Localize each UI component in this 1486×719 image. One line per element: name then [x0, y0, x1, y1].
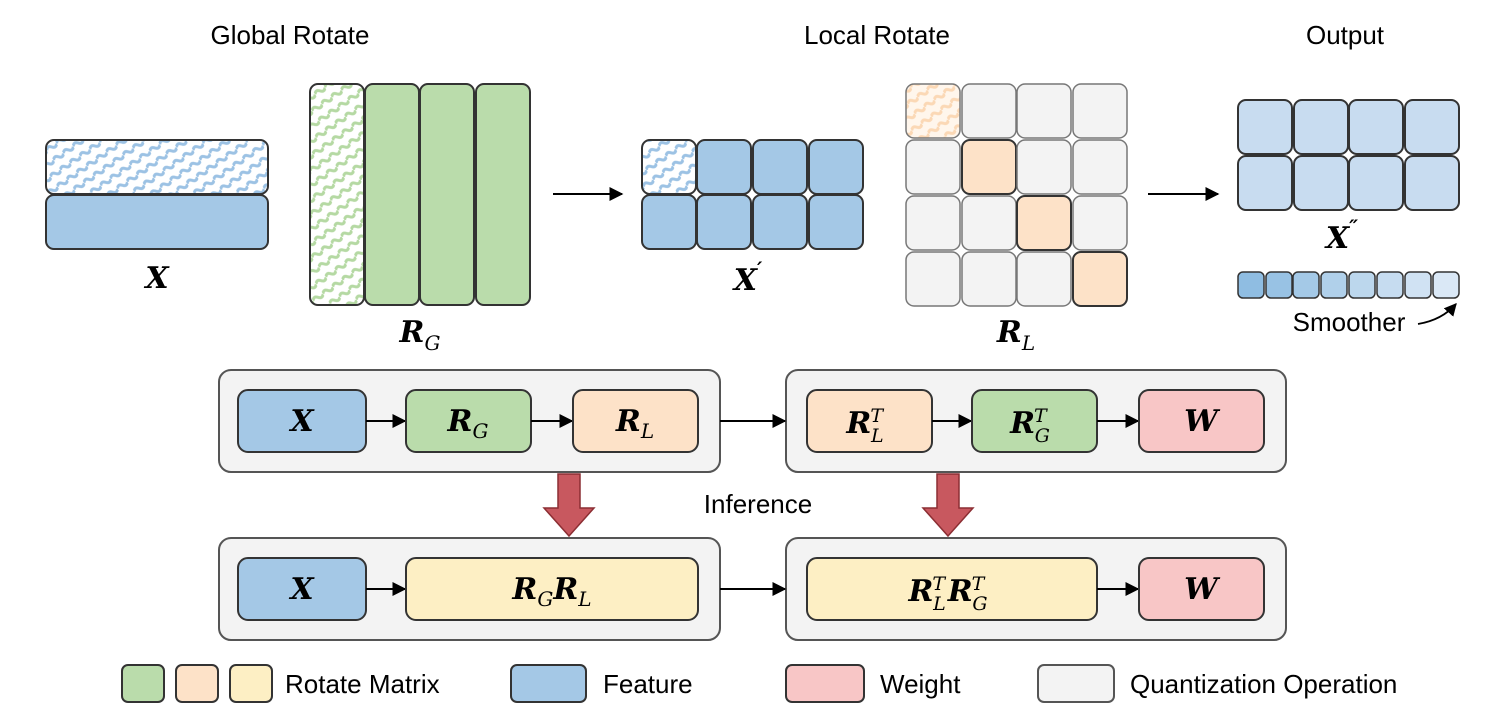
- x-matrix: [45, 139, 269, 250]
- x-double-cell: [1237, 99, 1293, 155]
- rl-cell: [905, 251, 961, 307]
- rl-cell: [1016, 83, 1072, 139]
- legend-swatch-green: [121, 664, 165, 703]
- legend-label-feature: Feature: [603, 669, 693, 699]
- rl-label: RL: [996, 315, 1035, 355]
- heading-output: Output: [1306, 20, 1385, 50]
- smoother-arrow-icon: [1417, 303, 1457, 325]
- rl-cell: [961, 83, 1017, 139]
- flow-node-x: X: [237, 389, 367, 453]
- x-double-cell: [1404, 155, 1460, 211]
- x-prime-cell: [696, 139, 752, 195]
- x-prime-cell: [696, 194, 752, 250]
- rl-cell: [905, 195, 961, 251]
- x-double-cell: [1293, 99, 1349, 155]
- rl-cell: [961, 195, 1017, 251]
- svg-text:W: W: [1184, 404, 1221, 439]
- rl-cell: [1072, 83, 1128, 139]
- x-double-cell: [1348, 99, 1404, 155]
- flow-node-w: W: [1138, 389, 1265, 453]
- rl-cell: [905, 139, 961, 195]
- rl-cell: [1016, 251, 1072, 307]
- smoother-label: Smoother: [1293, 307, 1406, 337]
- svg-text:RG: RG: [447, 404, 489, 443]
- svg-text:X: X: [288, 572, 315, 607]
- x-double-cell: [1293, 155, 1349, 211]
- x-prime-cell-hatched: [641, 139, 697, 195]
- smoother-cell: [1376, 271, 1404, 299]
- x-prime-label: X′: [732, 257, 763, 298]
- flow-node-rl: RL: [572, 389, 699, 453]
- svg-text:RTG: RTG: [1009, 405, 1050, 447]
- x-double-prime-label: X″: [1324, 215, 1358, 256]
- legend-label-rotate: Rotate Matrix: [285, 669, 440, 699]
- legend-swatch-feature: [510, 664, 587, 703]
- x-double-cell: [1404, 99, 1460, 155]
- rg-column-hatched: [309, 83, 365, 306]
- legend-swatch-orange: [175, 664, 219, 703]
- heading-global-rotate: Global Rotate: [211, 20, 370, 50]
- rl-cell: [961, 251, 1017, 307]
- smoother-cell: [1432, 271, 1460, 299]
- x-prime-matrix: [641, 139, 864, 250]
- x-prime-cell: [752, 139, 808, 195]
- x-prime-cell: [641, 194, 697, 250]
- rl-cell: [1016, 139, 1072, 195]
- x-double-cell: [1348, 155, 1404, 211]
- x-row-hatched: [45, 139, 269, 195]
- inference-node-x: X: [237, 557, 367, 621]
- svg-text:RGRL: RGRL: [511, 572, 591, 611]
- rl-matrix: [905, 83, 1128, 307]
- x-prime-cell: [752, 194, 808, 250]
- smoother-cell: [1292, 271, 1320, 299]
- inference-label: Inference: [704, 489, 812, 519]
- rg-matrix: [309, 83, 531, 306]
- legend: Rotate Matrix Feature Weight Quantizatio…: [121, 664, 1397, 703]
- inference-node-w: W: [1138, 557, 1265, 621]
- svg-text:RL: RL: [615, 404, 654, 443]
- smoother-cell: [1404, 271, 1432, 299]
- x-label: X: [143, 261, 170, 296]
- x-double-cell: [1237, 155, 1293, 211]
- rl-cell-diagonal: [1072, 251, 1128, 307]
- smoother-strip: [1237, 271, 1460, 299]
- x-prime-cell: [808, 139, 864, 195]
- legend-label-quant: Quantization Operation: [1130, 669, 1397, 699]
- down-arrow-activation: [542, 473, 596, 538]
- x-prime-cell: [808, 194, 864, 250]
- svg-text:W: W: [1184, 572, 1221, 607]
- smoother-cell: [1237, 271, 1265, 299]
- rl-cell-diagonal: [961, 139, 1017, 195]
- rl-cell-hatched: [905, 83, 961, 139]
- x-row-solid: [45, 194, 269, 250]
- rg-column: [364, 83, 420, 306]
- down-arrow-weight: [921, 473, 975, 538]
- rg-label: RG: [399, 315, 441, 355]
- legend-swatch-weight: [785, 664, 865, 703]
- svg-text:X: X: [288, 404, 315, 439]
- flow-node-rg: RG: [405, 389, 532, 453]
- smoother-cell: [1320, 271, 1348, 299]
- smoother-cell: [1265, 271, 1293, 299]
- smoother-cell: [1348, 271, 1376, 299]
- rl-cell: [1072, 139, 1128, 195]
- legend-label-weight: Weight: [880, 669, 961, 699]
- legend-swatch-yellow: [229, 664, 273, 703]
- rl-cell: [1072, 195, 1128, 251]
- svg-text:RTL: RTL: [845, 405, 884, 447]
- rg-column: [475, 83, 531, 306]
- inference-node-rg-rl: RGRL: [405, 557, 699, 621]
- x-double-prime-matrix: [1237, 99, 1460, 211]
- rg-column: [419, 83, 475, 306]
- heading-local-rotate: Local Rotate: [804, 20, 950, 50]
- rl-cell-diagonal: [1016, 195, 1072, 251]
- legend-swatch-quant: [1037, 664, 1115, 703]
